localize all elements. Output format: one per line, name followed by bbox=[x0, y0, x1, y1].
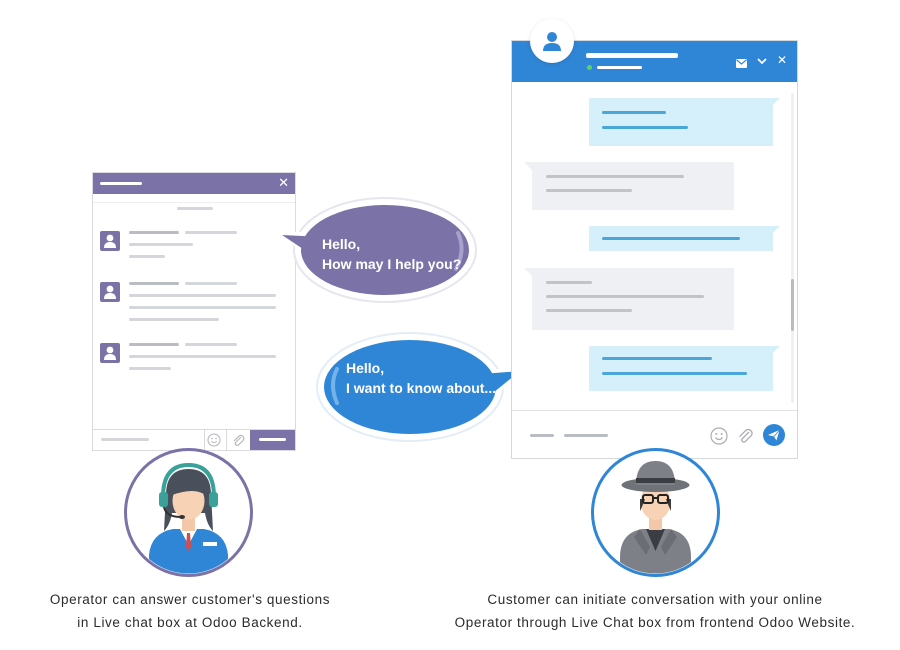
incoming-message-tail bbox=[524, 162, 534, 172]
outgoing-message bbox=[589, 98, 773, 146]
message-time-placeholder bbox=[185, 231, 237, 234]
message-line bbox=[602, 357, 712, 360]
message-time-placeholder bbox=[185, 282, 237, 285]
customer-bubble-line1: Hello, bbox=[346, 360, 385, 376]
user-avatar-icon bbox=[100, 343, 120, 363]
outgoing-message-tail bbox=[770, 226, 780, 236]
message-line bbox=[129, 355, 276, 358]
user-avatar-icon bbox=[100, 282, 120, 302]
header-status-placeholder bbox=[597, 66, 642, 69]
customer-bubble-line2: I want to know about... bbox=[346, 380, 497, 396]
customer-caption: Customer can initiate conversation with … bbox=[440, 588, 870, 634]
scrollbar-thumb[interactable] bbox=[791, 279, 794, 331]
operator-bubble-line1: Hello, bbox=[322, 236, 361, 252]
message-author-placeholder bbox=[129, 282, 179, 285]
composer-placeholder bbox=[530, 434, 554, 437]
operator-caption-line2: in Live chat box at Odoo Backend. bbox=[77, 615, 303, 630]
message-line bbox=[546, 281, 592, 284]
message-line bbox=[129, 367, 171, 370]
composer-placeholder bbox=[564, 434, 608, 437]
send-button[interactable] bbox=[250, 430, 295, 450]
header-divider bbox=[93, 202, 295, 203]
incoming-message bbox=[532, 162, 734, 210]
attachment-icon[interactable] bbox=[231, 433, 245, 447]
message-author-placeholder bbox=[129, 231, 179, 234]
operator-bubble-line2: How may I help you? bbox=[322, 256, 462, 272]
operator-chat-window: ✕ bbox=[92, 172, 296, 451]
customer-caption-line1: Customer can initiate conversation with … bbox=[487, 592, 823, 607]
message-line bbox=[602, 237, 740, 240]
customer-hat-glasses-avatar bbox=[591, 448, 720, 577]
operator-headset-avatar bbox=[124, 448, 253, 577]
operator-header-title-placeholder bbox=[100, 182, 142, 185]
date-separator bbox=[177, 207, 213, 210]
operator-caption: Operator can answer customer's questions… bbox=[30, 588, 350, 634]
operator-caption-line1: Operator can answer customer's questions bbox=[49, 592, 331, 607]
operator-chat-header: ✕ bbox=[93, 173, 295, 194]
outgoing-message bbox=[589, 346, 773, 391]
message-line bbox=[129, 255, 165, 258]
chevron-down-icon[interactable] bbox=[756, 54, 768, 66]
input-divider bbox=[204, 430, 205, 450]
message-line bbox=[546, 295, 704, 298]
message-line bbox=[602, 111, 666, 114]
close-icon[interactable]: ✕ bbox=[278, 175, 289, 190]
outgoing-message-tail bbox=[770, 346, 780, 356]
customer-chat-window: ✕ bbox=[511, 19, 798, 459]
close-icon[interactable]: ✕ bbox=[777, 53, 788, 67]
message-time-placeholder bbox=[185, 343, 237, 346]
online-status-dot bbox=[587, 65, 592, 70]
customer-caption-line2: Operator through Live Chat box from fron… bbox=[454, 615, 856, 630]
input-placeholder bbox=[101, 438, 149, 441]
incoming-message-tail bbox=[524, 268, 534, 278]
send-icon[interactable] bbox=[763, 424, 785, 446]
message-line bbox=[129, 243, 193, 246]
message-line bbox=[546, 175, 684, 178]
message-line bbox=[602, 372, 747, 375]
customer-message-composer[interactable] bbox=[512, 410, 797, 459]
input-divider bbox=[226, 430, 227, 450]
message-line bbox=[546, 189, 632, 192]
emoji-icon[interactable] bbox=[710, 427, 728, 445]
user-avatar-icon bbox=[100, 231, 120, 251]
message-author-placeholder bbox=[129, 343, 179, 346]
message-line bbox=[129, 306, 276, 309]
operator-speech-bubble bbox=[276, 197, 477, 303]
message-line bbox=[602, 126, 688, 129]
message-line bbox=[129, 318, 219, 321]
customer-speech-bubble bbox=[316, 332, 527, 442]
message-line bbox=[546, 309, 632, 312]
send-label-placeholder bbox=[259, 438, 286, 441]
emoji-icon[interactable] bbox=[207, 433, 221, 447]
mail-icon[interactable] bbox=[736, 55, 747, 68]
operator-message-input[interactable] bbox=[93, 429, 295, 450]
attachment-icon[interactable] bbox=[736, 427, 754, 445]
scrollbar-track[interactable] bbox=[791, 93, 794, 403]
user-avatar-icon bbox=[530, 19, 574, 63]
incoming-message bbox=[532, 268, 734, 330]
header-name-placeholder bbox=[586, 53, 678, 58]
outgoing-message-tail bbox=[770, 98, 780, 108]
message-line bbox=[129, 294, 276, 297]
